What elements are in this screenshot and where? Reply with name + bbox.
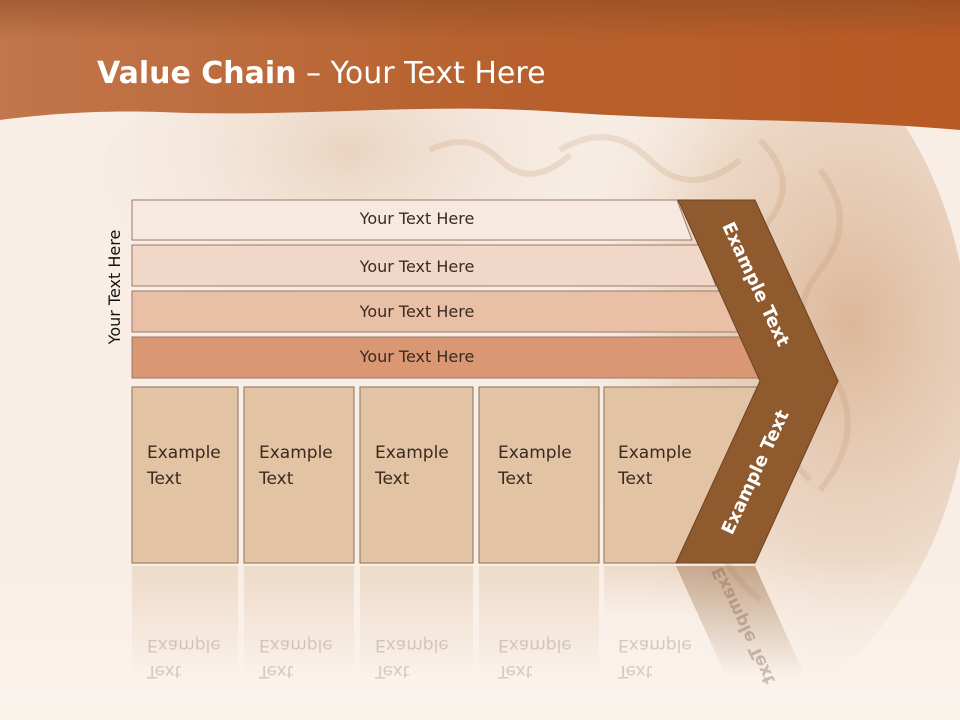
activity-box-2-label: Example Text [259,440,333,492]
activity-box-2 [243,386,355,564]
slide-title: Value Chain – Your Text Here [97,56,546,91]
title-bold: Value Chain [97,56,297,91]
activity-box-2-line2: Text [259,469,294,489]
activity-box-4 [478,386,600,564]
margin-chevron [675,199,839,564]
activity-box-1-label: Example Text [147,440,221,492]
activity-box-3 [359,386,474,564]
activity-box-1-line2: Text [147,469,182,489]
value-bar-2-label: Your Text Here [359,257,475,276]
activity-box-5-line1: Example [618,443,692,463]
value-bar-1 [131,199,693,241]
activity-box-4-line2: Text [498,469,533,489]
value-bar-3-label: Your Text Here [359,302,475,321]
side-label: Your Text Here [105,229,124,345]
activity-box-1 [131,386,239,564]
activity-box-5-line2: Text [618,469,653,489]
value-bar-2 [131,244,717,287]
value-bar-4-label: Your Text Here [359,347,475,366]
activity-box-1-line1: Example [147,443,221,463]
activity-box-2-line1: Example [259,443,333,463]
activity-box-3-line2: Text [375,469,410,489]
value-bar-1-label: Your Text Here [359,209,475,228]
activity-box-5-label: Example Text [618,440,692,492]
activity-box-4-label: Example Text [498,440,572,492]
title-rest: – Your Text Here [296,56,546,91]
activity-box-4-line1: Example [498,443,572,463]
activity-box-3-label: Example Text [375,440,449,492]
activity-box-3-line1: Example [375,443,449,463]
